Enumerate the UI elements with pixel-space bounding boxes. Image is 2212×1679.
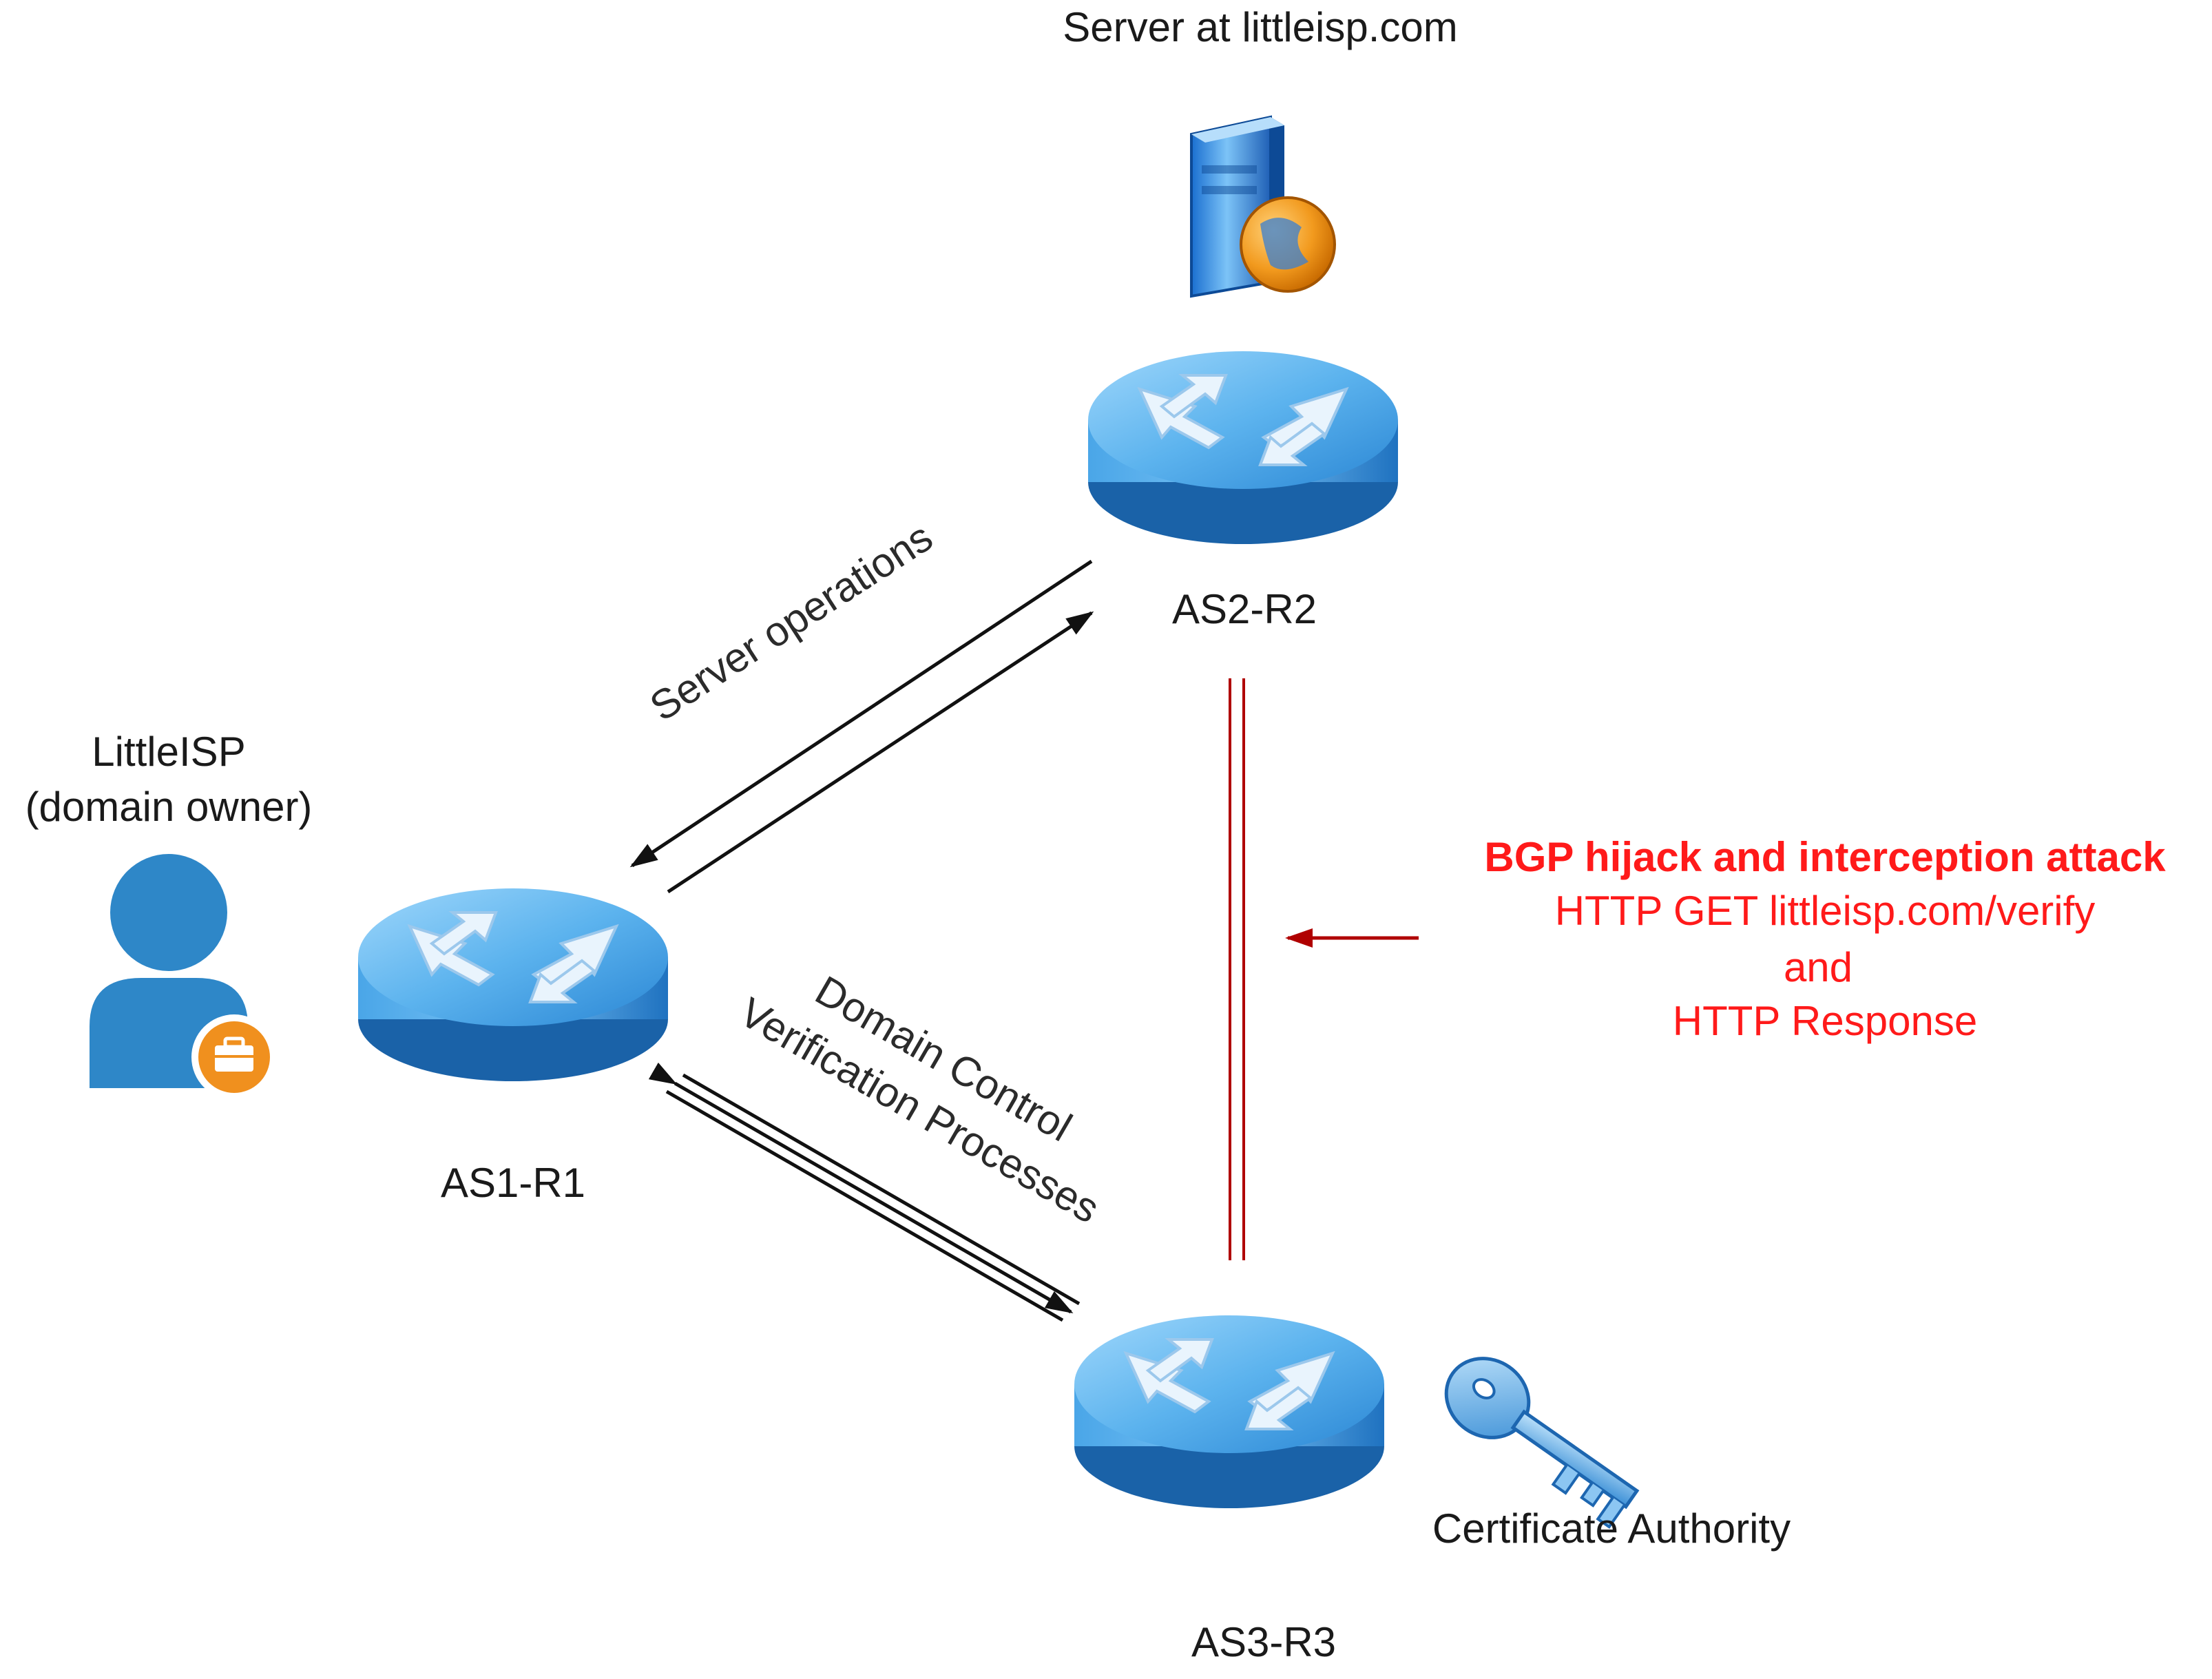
attack-title: BGP hijack and interception attack [1484,834,2166,880]
attack-line-2: and [1784,944,1853,990]
ca-label: Certificate Authority [1432,1505,1791,1552]
router-label-as2-r2: AS2-R2 [1172,586,1317,632]
hijacked-link [1229,678,1245,1260]
server-operations-label: Server operations [642,514,941,730]
router-icon-as3-r3 [1073,1314,1386,1510]
server-ops-arrow-to-r2 [667,611,1094,894]
dcv-link [648,1062,1081,1322]
attack-line-3: HTTP Response [1673,998,1977,1044]
router-icon-as1-r1 [357,887,669,1083]
web-server-icon [1190,115,1336,298]
server-label: Server at littleisp.com [1063,4,1458,50]
key-icon [1444,1357,1640,1529]
attack-line-1: HTTP GET littleisp.com/verify [1555,888,2096,934]
router-label-as3-r3: AS3-R3 [1191,1619,1336,1665]
owner-label-line2: (domain owner) [25,784,313,830]
router-label-as1-r1: AS1-R1 [441,1160,585,1206]
owner-label-line1: LittleISP [92,729,245,775]
user-with-briefcase-icon [90,854,277,1100]
server-ops-arrow-to-r1 [629,559,1093,868]
router-icon-as2-r2 [1087,350,1399,545]
